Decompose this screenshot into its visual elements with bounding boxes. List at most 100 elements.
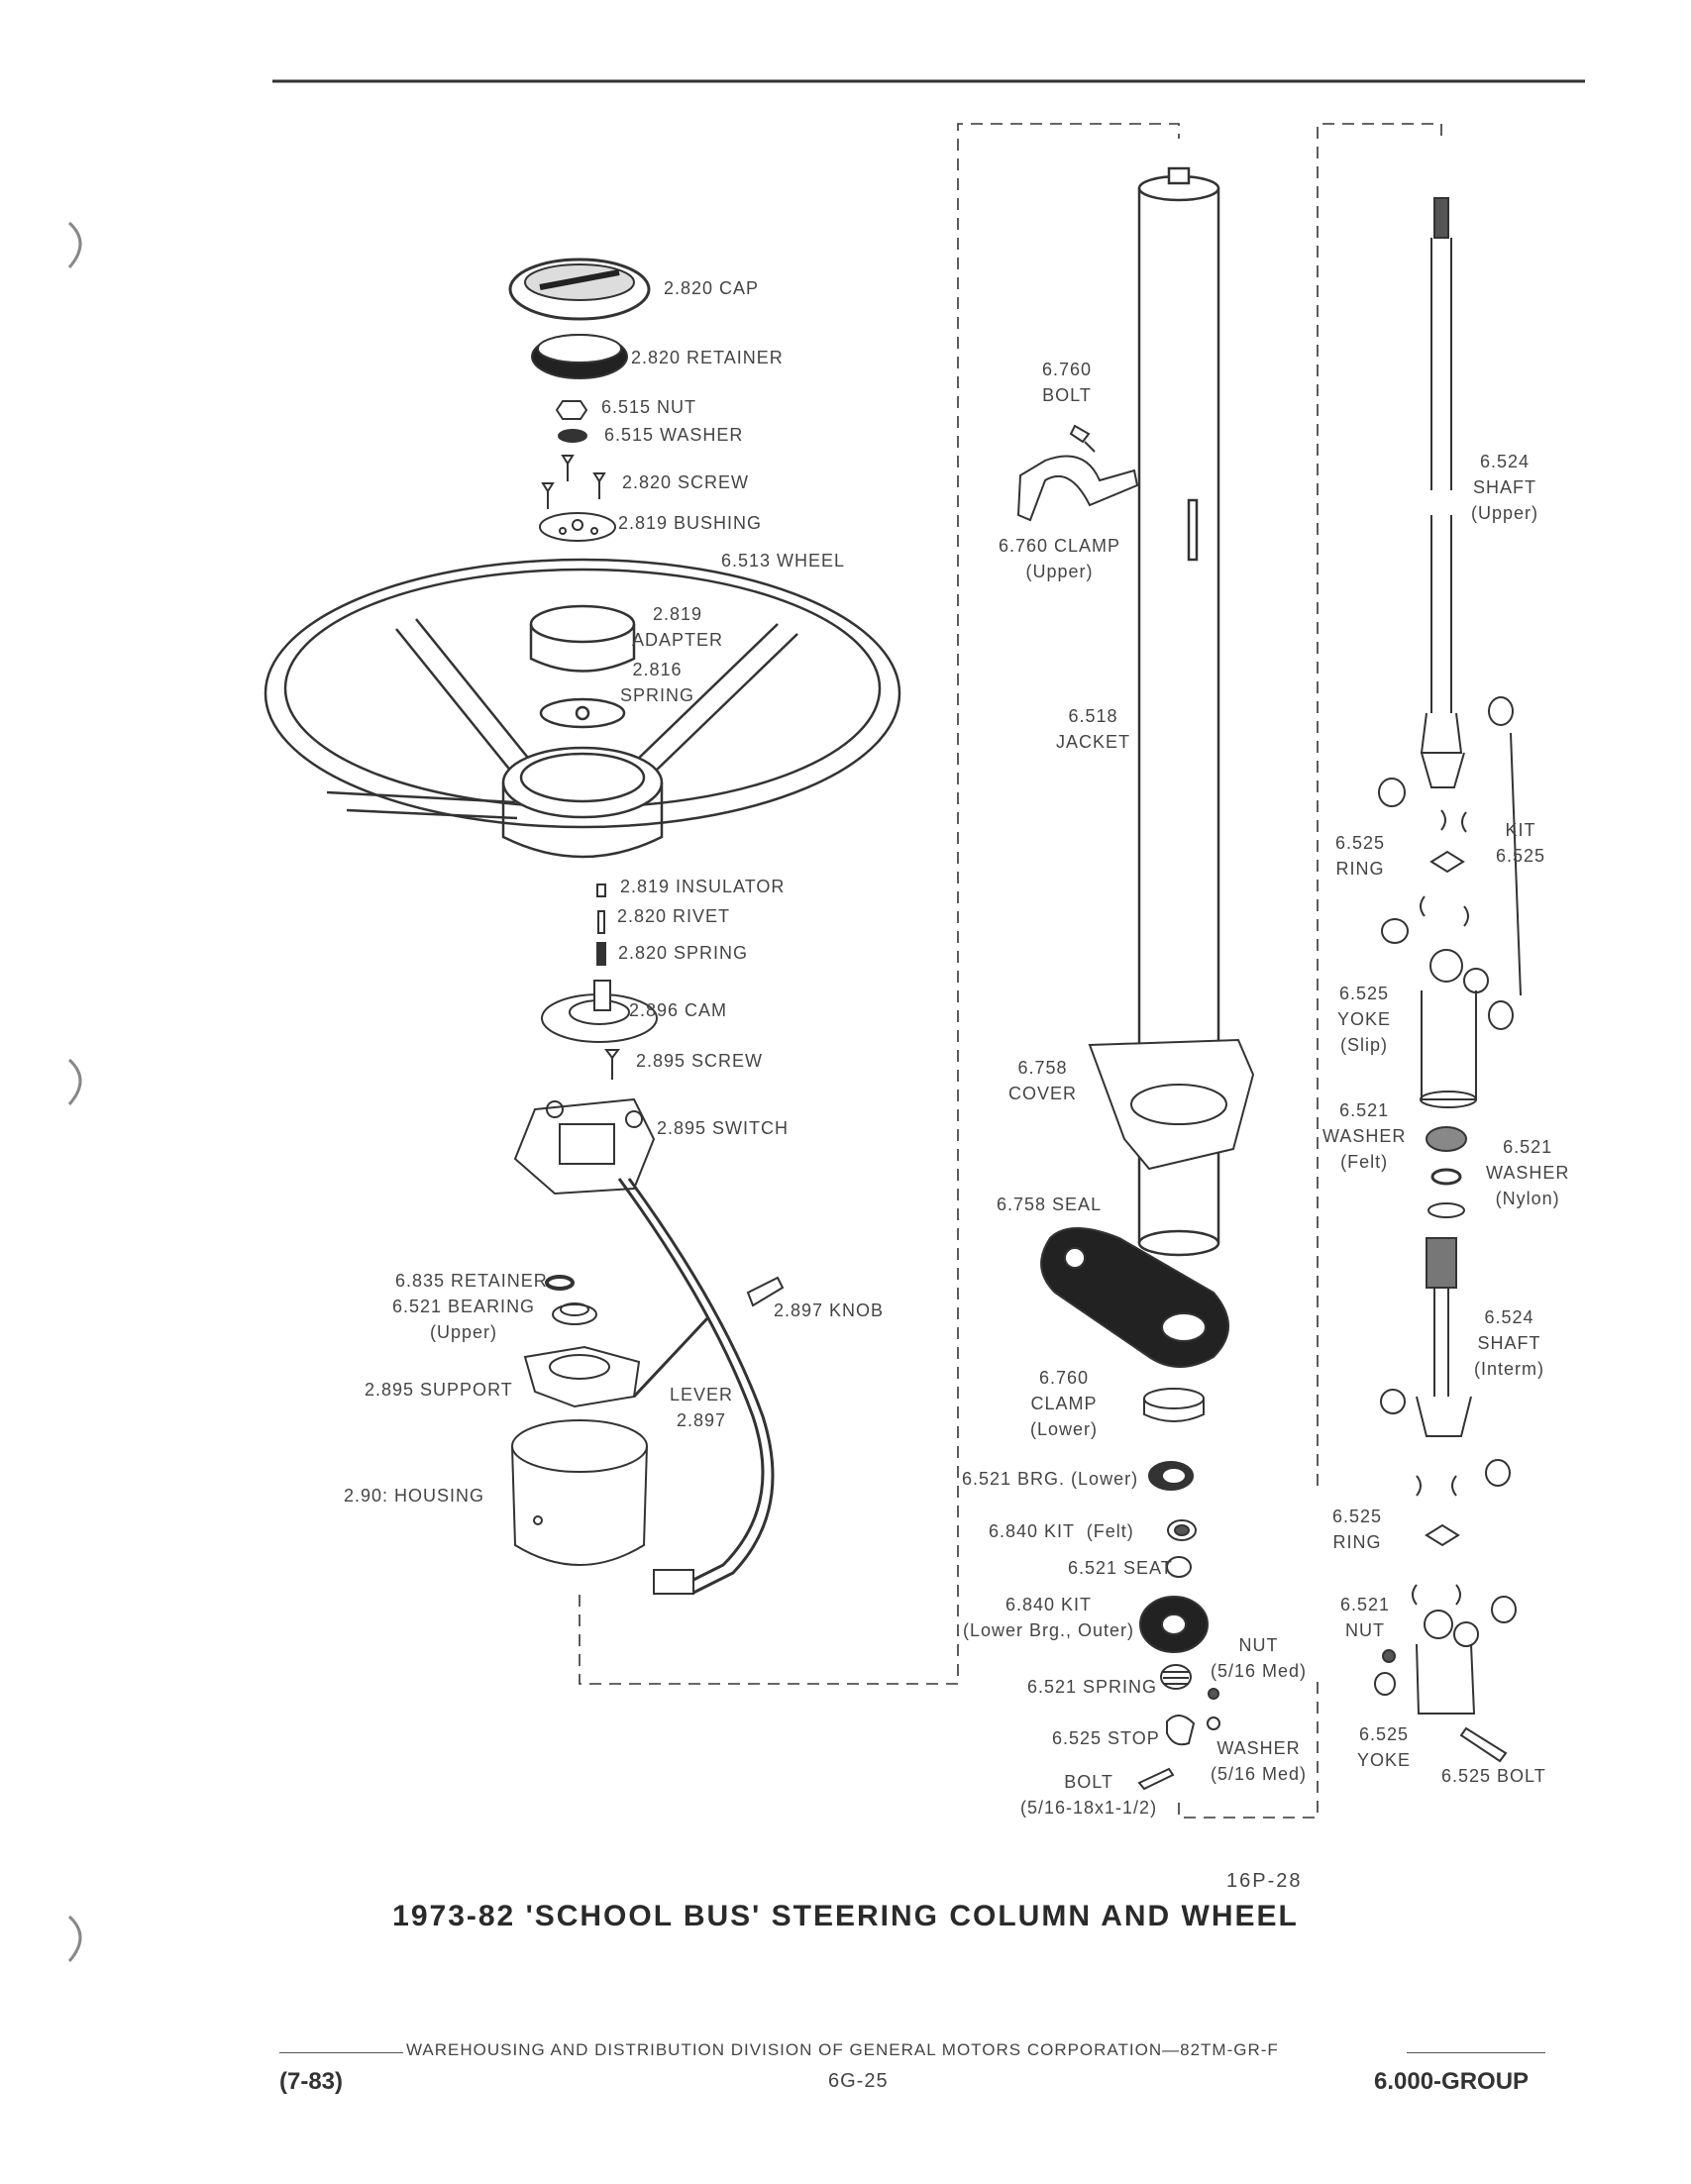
footer-rule-right: [1407, 2052, 1545, 2053]
footer-rule-left: [279, 2052, 403, 2053]
label-retainer-6835: 6.835 RETAINER: [395, 1271, 548, 1291]
label-spring-2816: 2.816 SPRING: [620, 660, 695, 705]
kit-felt-part: [1167, 1519, 1197, 1541]
label-screw-2820: 2.820 SCREW: [622, 472, 750, 492]
label-brg-lower: 6.521 BRG. (Lower): [962, 1469, 1139, 1489]
label-bolt-6760: 6.760 BOLT: [1042, 360, 1093, 405]
screw-2895-part: [604, 1049, 620, 1080]
footer-division: WAREHOUSING AND DISTRIBUTION DIVISION OF…: [406, 2040, 1279, 2059]
label-rivet: 2.820 RIVET: [617, 906, 731, 926]
label-cap: 2.820 CAP: [664, 278, 760, 298]
seal-part: [1040, 1227, 1229, 1368]
steering-wheel: [264, 558, 901, 859]
insulator-part: [596, 884, 606, 897]
housing-part: [511, 1419, 648, 1566]
label-switch: 2.895 SWITCH: [657, 1118, 790, 1138]
label-yoke-slip: 6.525 YOKE (Slip): [1337, 984, 1392, 1055]
wire-harness: [617, 1178, 765, 1587]
seat-part: [1166, 1556, 1192, 1578]
label-bushing-2819: 2.819 BUSHING: [618, 513, 763, 533]
label-cover: 6.758 COVER: [1008, 1058, 1078, 1103]
label-washer-6515: 6.515 WASHER: [604, 425, 744, 445]
bolt-6525-part: [1459, 1726, 1508, 1763]
screws-part: [541, 455, 606, 509]
label-washer-felt: 6.521 WASHER (Felt): [1322, 1100, 1407, 1172]
bushing-part: [539, 512, 616, 542]
label-retainer-top: 2.820 RETAINER: [631, 348, 784, 367]
cap-part: [508, 258, 651, 321]
yoke-bottom-part: [1416, 1610, 1479, 1715]
label-bearing-upper: 6.521 BEARING (Upper): [392, 1297, 536, 1342]
bearing-upper-part: [552, 1302, 597, 1325]
footer-page: 6G-25: [828, 2070, 889, 2092]
knob-part: [746, 1276, 785, 1307]
label-knob: 2.897 KNOB: [774, 1300, 885, 1320]
bolt-stop-part: [1137, 1767, 1175, 1791]
label-washer-med: WASHER (5/16 Med): [1211, 1738, 1308, 1784]
washer-nylon-part: [1430, 1168, 1462, 1186]
label-support: 2.895 SUPPORT: [365, 1380, 513, 1400]
lever-part: [632, 1315, 710, 1399]
washer-spacer-part: [1427, 1202, 1465, 1218]
label-wheel: 6.513 WHEEL: [721, 551, 846, 571]
label-insulator: 2.819 INSULATOR: [620, 877, 786, 896]
stop-part: [1166, 1715, 1196, 1746]
label-screw-2895: 2.895 SCREW: [636, 1051, 764, 1071]
connector: [653, 1569, 694, 1595]
label-clamp-upper: 6.760 CLAMP (Upper): [999, 536, 1121, 581]
nut-med-part: [1208, 1688, 1219, 1700]
support-part: [523, 1345, 641, 1408]
binder-mark: [67, 1915, 82, 1962]
ujoint-upper-parts: [1378, 696, 1522, 1030]
label-nut-med: NUT (5/16 Med): [1211, 1635, 1308, 1681]
retainer-part: [531, 334, 628, 379]
spring-6521-part: [1160, 1664, 1192, 1690]
clamp-lower-part: [1143, 1388, 1205, 1422]
cover-part: [1088, 1038, 1255, 1171]
cam-part: [541, 980, 658, 1043]
spring-2820-part: [596, 942, 606, 966]
washer-med-part: [1207, 1716, 1220, 1730]
kit-outer-part: [1139, 1596, 1209, 1653]
shaft-interm-part: [1416, 1237, 1472, 1437]
label-jacket: 6.518 JACKET: [1056, 706, 1131, 752]
washer-part: [558, 429, 587, 443]
label-cam: 2.896 CAM: [629, 1000, 728, 1020]
brg-lower-part: [1148, 1461, 1194, 1491]
label-ring-6525-top: 6.525 RING: [1335, 833, 1386, 879]
label-seat: 6.521 SEAT: [1068, 1558, 1173, 1578]
figure-code: 16P-28: [1226, 1870, 1303, 1892]
rivet-part: [597, 910, 605, 934]
washer-felt-part: [1426, 1126, 1467, 1152]
label-shaft-upper: 6.524 SHAFT (Upper): [1471, 452, 1539, 523]
binder-mark: [67, 221, 82, 268]
label-spring-2820: 2.820 SPRING: [618, 943, 749, 963]
label-kit-6525: KIT 6.525: [1496, 820, 1546, 866]
label-bolt-6525: 6.525 BOLT: [1441, 1766, 1546, 1786]
label-nut-6515: 6.515 NUT: [601, 397, 697, 417]
page-title: 1973-82 'SCHOOL BUS' STEERING COLUMN AND…: [392, 1900, 1299, 1932]
label-lever: LEVER 2.897: [670, 1385, 734, 1430]
label-kit-outer: 6.840 KIT (Lower Brg., Outer): [963, 1595, 1135, 1640]
ujoint-lower-parts: [1374, 1389, 1517, 1696]
retainer-6835-part: [545, 1275, 575, 1291]
yoke-slip-part: [1420, 949, 1489, 1108]
label-washer-nylon: 6.521 WASHER (Nylon): [1486, 1137, 1570, 1208]
wire-harness: [627, 1178, 775, 1595]
binder-mark: [67, 1058, 82, 1105]
label-yoke-6525: 6.525 YOKE: [1357, 1724, 1412, 1770]
label-clamp-lower: 6.760 CLAMP (Lower): [1030, 1368, 1099, 1439]
label-nut-6521: 6.521 NUT: [1340, 1595, 1391, 1640]
footer-date: (7-83): [279, 2068, 344, 2095]
clamp-upper-part: [1016, 455, 1139, 522]
nut-part: [555, 400, 588, 420]
label-seal: 6.758 SEAL: [997, 1195, 1103, 1214]
label-stop: 6.525 STOP: [1052, 1728, 1160, 1748]
switch-part: [513, 1097, 656, 1196]
bolt-6760-part: [1069, 424, 1096, 453]
label-kit-felt: 6.840 KIT (Felt): [989, 1521, 1134, 1541]
label-adapter: 2.819 ADAPTER: [632, 604, 724, 650]
label-bolt-stop: BOLT (5/16-18x1-1/2): [1020, 1772, 1158, 1818]
footer-group: 6.000-GROUP: [1374, 2068, 1530, 2095]
